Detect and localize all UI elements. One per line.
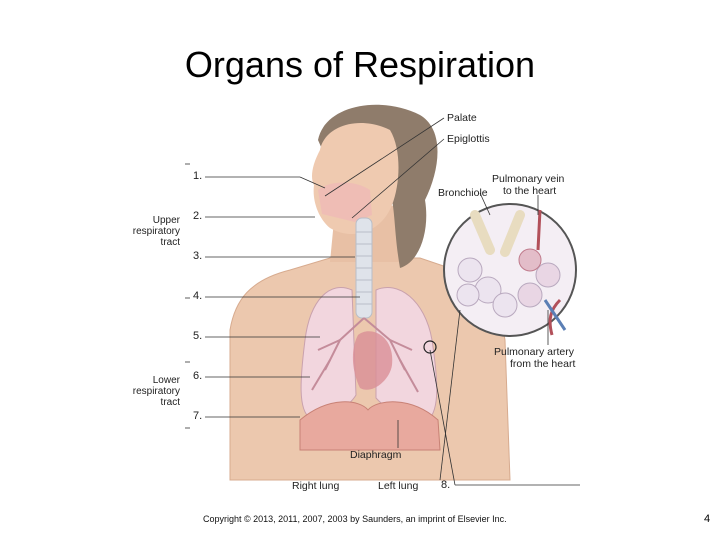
- page-title: Organs of Respiration: [184, 44, 536, 85]
- bronchiole-branch: [470, 210, 525, 257]
- label-palate: Palate: [447, 112, 477, 124]
- leader-lines: [205, 117, 580, 486]
- alveoli-cluster: [456, 248, 561, 318]
- upper-tract-line3: tract: [160, 237, 180, 248]
- label-bronchiole: Bronchiole: [438, 187, 488, 199]
- label-left-lung: Left lung: [378, 480, 419, 492]
- callout-number-5: 5.: [193, 330, 203, 342]
- trachea-rings: [356, 231, 372, 305]
- diaphragm-shape: [299, 401, 441, 451]
- lower-tract-line2: respiratory: [132, 386, 180, 397]
- bronchial-tree: [311, 317, 419, 393]
- pulmonary-artery-vessel: [543, 299, 567, 331]
- label-lower-tract: Lower respiratory tract: [120, 375, 180, 408]
- label-right-lung: Right lung: [292, 480, 340, 492]
- upper-tract-line2: respiratory: [132, 226, 180, 237]
- label-pulmonary-artery-sub: from the heart: [510, 358, 576, 370]
- callout-number-7: 7.: [193, 410, 203, 422]
- label-pulmonary-artery: Pulmonary artery: [494, 346, 574, 358]
- label-pulmonary-vein: Pulmonary vein: [492, 173, 565, 185]
- callout-number-1: 1.: [193, 170, 203, 182]
- callout-number-2: 2.: [193, 210, 203, 222]
- callout-number-3: 3.: [193, 250, 203, 262]
- label-epiglottis: Epiglottis: [447, 133, 490, 145]
- callout-number-6: 6.: [193, 370, 203, 382]
- callout-number-8: 8.: [441, 479, 451, 491]
- callout-number-4: 4.: [193, 290, 203, 302]
- tract-brackets: [185, 163, 190, 429]
- lower-tract-line1: Lower: [152, 375, 180, 386]
- copyright-notice: Copyright © 2013, 2011, 2007, 2003 by Sa…: [203, 514, 507, 524]
- page-number: 4: [704, 513, 711, 525]
- pulmonary-vessels: [536, 209, 562, 336]
- label-diaphragm: Diaphragm: [350, 449, 402, 461]
- lower-tract-line3: tract: [160, 397, 180, 408]
- heart: [352, 331, 393, 390]
- alveoli-inset: [443, 203, 577, 337]
- label-upper-tract: Upper respiratory tract: [120, 215, 180, 248]
- label-pulmonary-vein-sub: to the heart: [503, 185, 557, 197]
- zoom-pointer-circle: [423, 340, 437, 354]
- upper-tract-line1: Upper: [152, 215, 180, 226]
